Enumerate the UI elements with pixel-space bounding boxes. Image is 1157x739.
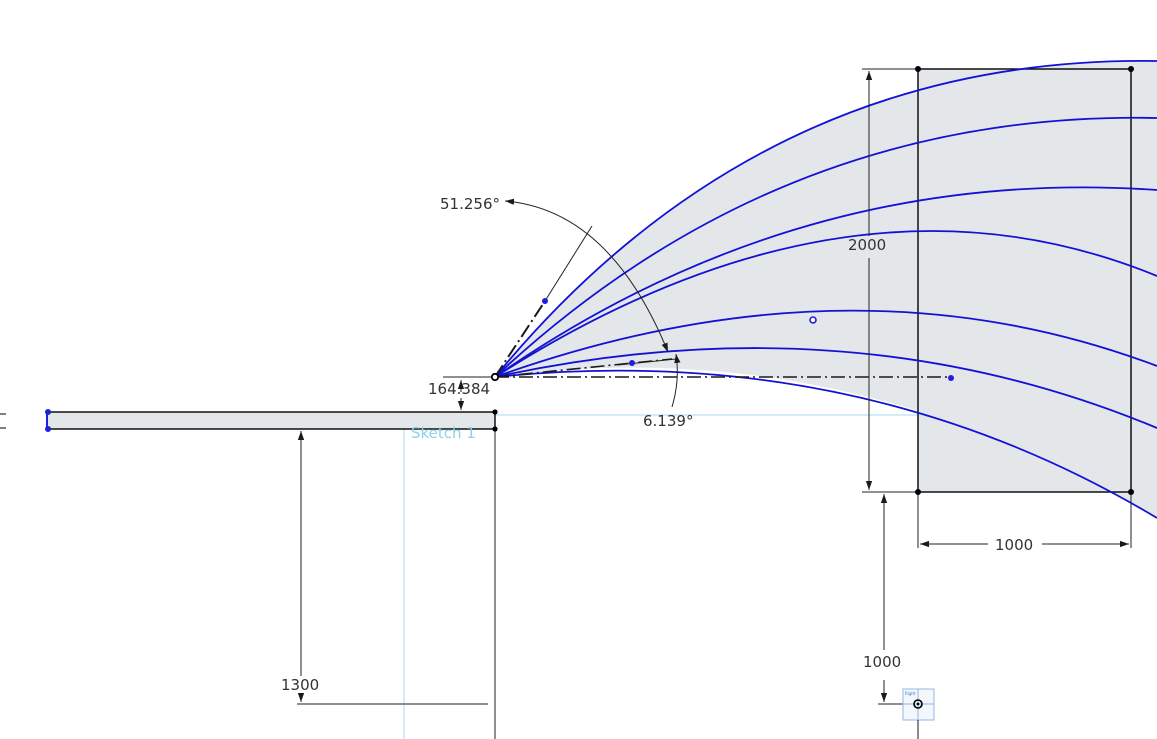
endpoint: [948, 375, 954, 381]
vertex-point: [492, 409, 498, 415]
offset-vertical-value[interactable]: 164.384: [428, 380, 490, 398]
angle-large-value[interactable]: 51.256°: [440, 195, 500, 213]
region-center-point: [809, 316, 817, 324]
vertex-point: [45, 409, 51, 415]
vertex-point: [915, 66, 921, 72]
height-right-value[interactable]: 2000: [848, 236, 886, 254]
curve-6: [494, 347, 1157, 429]
left-bar[interactable]: [0, 411, 496, 430]
offset-right-bottom-value[interactable]: 1000: [863, 653, 901, 671]
control-point: [629, 360, 635, 366]
fan-origin-point: [490, 372, 500, 382]
vertex-point: [915, 489, 921, 495]
vertex-point: [1128, 66, 1134, 72]
dimension-graphics[interactable]: [297, 68, 1132, 739]
sketch-points[interactable]: [45, 66, 1134, 495]
curve-7: [494, 369, 1157, 519]
width-right-value[interactable]: 1000: [995, 536, 1033, 554]
angle-small-arc: [671, 353, 681, 408]
offset-left-bottom-value[interactable]: 1300: [281, 676, 319, 694]
sketch-name-label[interactable]: Sketch 1: [411, 424, 476, 442]
vertex-point: [45, 426, 51, 432]
origin-marker[interactable]: Right: [902, 688, 935, 739]
origin-marker-label: Right: [905, 691, 916, 696]
control-point: [542, 298, 548, 304]
angle-small-value[interactable]: 6.139°: [643, 412, 693, 430]
vertex-point: [492, 426, 498, 432]
dimension-labels[interactable]: 51.256° 6.139° 164.384 2000 1000 1000 13…: [281, 195, 1033, 694]
vertex-point: [1128, 489, 1134, 495]
right-rectangle[interactable]: [917, 68, 1132, 493]
angle-large-arc: [504, 198, 669, 353]
